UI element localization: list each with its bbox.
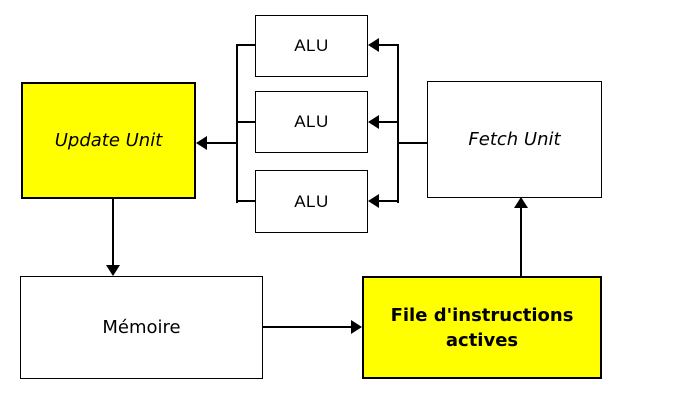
box-fetch-unit: Fetch Unit — [427, 81, 602, 198]
fetch-unit-label: Fetch Unit — [468, 129, 561, 150]
connector-to-update-unit — [206, 142, 238, 144]
connector-alu1-left-stub — [236, 44, 256, 46]
update-unit-label: Update Unit — [54, 130, 163, 151]
connector-file-to-fetch — [520, 207, 522, 277]
arrowhead-into-file-instructions — [351, 320, 362, 334]
box-update-unit: Update Unit — [21, 82, 196, 199]
connector-alu2-left-stub — [236, 121, 256, 123]
arrowhead-into-alu3 — [368, 194, 379, 208]
arrowhead-into-alu2 — [368, 115, 379, 129]
connector-fetch-unit-branch — [397, 142, 428, 144]
box-memoire: Mémoire — [20, 276, 263, 379]
connector-alus-to-update-trunk — [236, 44, 238, 203]
alu-1-label: ALU — [294, 36, 329, 55]
connector-alu3-left-stub — [236, 200, 256, 202]
file-instructions-label-line2: actives — [445, 329, 519, 351]
connector-fetch-to-alus-trunk — [397, 44, 399, 203]
connector-to-alu2 — [378, 121, 399, 123]
arrowhead-into-memoire — [106, 265, 120, 276]
arrowhead-into-fetch-unit — [514, 197, 528, 208]
memoire-label: Mémoire — [102, 317, 181, 338]
connector-to-alu3 — [378, 200, 399, 202]
alu-3-label: ALU — [294, 191, 329, 211]
box-file-instructions: File d'instructions actives — [362, 276, 602, 379]
box-alu-2: ALU — [255, 91, 368, 153]
connector-to-alu1 — [378, 44, 399, 46]
connector-memoire-to-file — [262, 326, 353, 328]
alu-2-label: ALU — [294, 112, 329, 131]
box-alu-1: ALU — [255, 15, 368, 77]
arrowhead-into-alu1 — [368, 38, 379, 52]
box-alu-3: ALU — [255, 170, 368, 233]
connector-update-to-memoire — [112, 198, 114, 266]
arrowhead-into-update-unit — [196, 136, 207, 150]
file-instructions-label-line1: File d'instructions — [390, 304, 574, 326]
